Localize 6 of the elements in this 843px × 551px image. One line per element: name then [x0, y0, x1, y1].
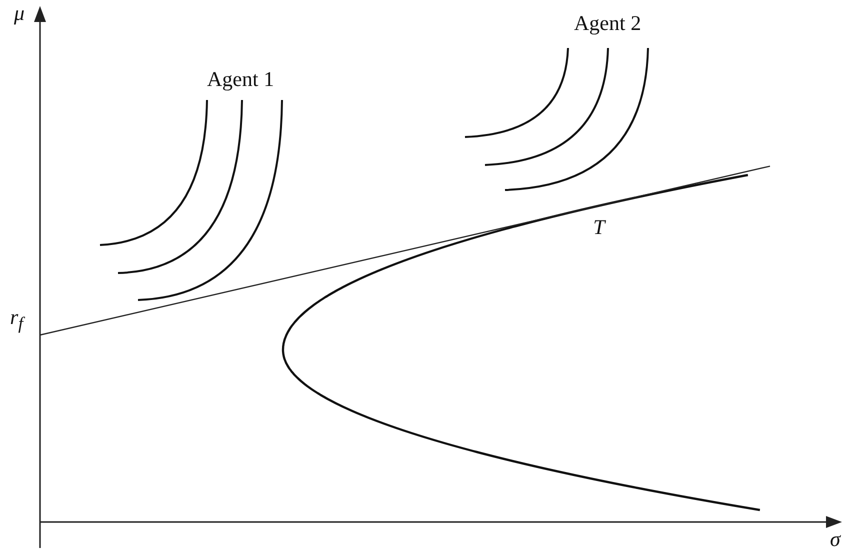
axis-label: σ — [830, 528, 840, 551]
curve-label: Agent 2 — [574, 12, 642, 36]
curve-label: Agent 1 — [207, 68, 274, 92]
point-label: T — [593, 216, 605, 240]
axis-label: μ — [14, 2, 25, 26]
axis-label: r$_{f}$ — [10, 306, 24, 334]
